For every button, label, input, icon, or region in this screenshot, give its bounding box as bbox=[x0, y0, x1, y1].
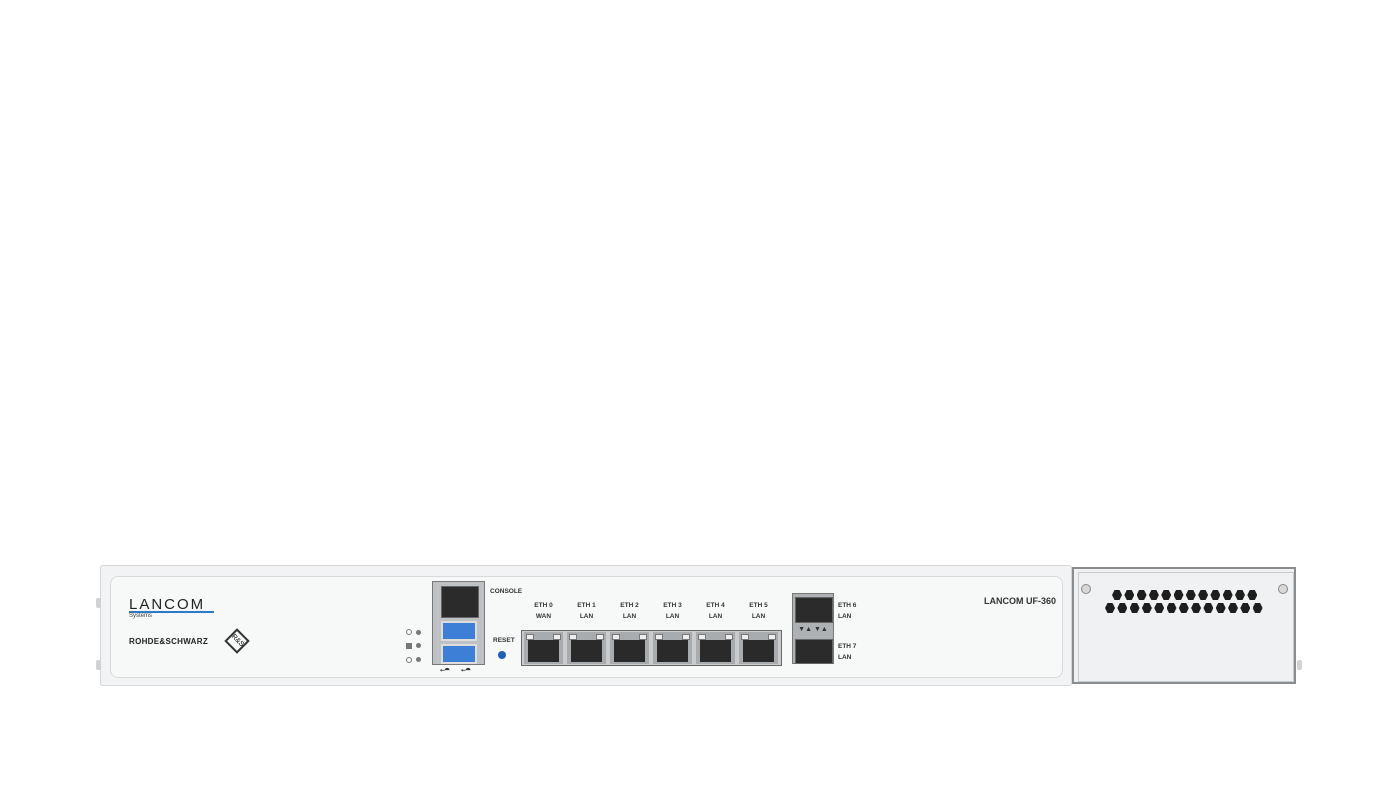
vent-hole bbox=[1136, 590, 1147, 600]
vent-hole bbox=[1112, 590, 1122, 600]
vent-hole bbox=[1203, 603, 1214, 613]
rj45-socket bbox=[700, 640, 731, 662]
lancom-logo-sub: Systems bbox=[129, 613, 153, 619]
rj45-socket bbox=[657, 640, 688, 662]
vent-hole bbox=[1166, 603, 1177, 613]
activity-led bbox=[596, 634, 604, 640]
fan-module-panel bbox=[1078, 572, 1294, 682]
vent-hole bbox=[1117, 603, 1128, 613]
sfp-port-eth6[interactable] bbox=[795, 597, 833, 623]
console-label: CONSOLE bbox=[490, 588, 523, 595]
vent-hole bbox=[1141, 603, 1152, 613]
ethernet-port-eth2[interactable] bbox=[610, 632, 649, 664]
status-icon bbox=[406, 657, 412, 663]
rohde-schwarz-logo: ROHDE&SCHWARZ bbox=[129, 637, 209, 646]
vent-hole bbox=[1240, 603, 1251, 613]
rj45-socket bbox=[614, 640, 645, 662]
vent-hole bbox=[1247, 590, 1258, 600]
link-led bbox=[655, 634, 663, 640]
ethernet-port-eth5[interactable] bbox=[739, 632, 778, 664]
vent-hole bbox=[1191, 603, 1202, 613]
port-role: WAN bbox=[535, 613, 552, 620]
console-port[interactable] bbox=[441, 586, 479, 618]
vent-hole bbox=[1252, 603, 1263, 613]
sfp-link-arrows: ▼▲ ▼▲ bbox=[798, 626, 828, 633]
rj45-socket bbox=[571, 640, 602, 662]
rack-ear bbox=[1297, 660, 1302, 670]
vent-hole bbox=[1198, 590, 1209, 600]
activity-led bbox=[768, 634, 776, 640]
storage-led bbox=[416, 643, 421, 648]
ethernet-block bbox=[521, 630, 782, 666]
link-led bbox=[741, 634, 749, 640]
logo-underline bbox=[129, 611, 214, 613]
activity-led bbox=[682, 634, 690, 640]
vent-hole bbox=[1154, 603, 1165, 613]
port-role: LAN bbox=[708, 613, 723, 620]
port-role: LAN bbox=[665, 613, 680, 620]
port-name: ETH 4 bbox=[706, 602, 725, 609]
activity-led bbox=[639, 634, 647, 640]
vent-hole bbox=[1129, 603, 1140, 613]
sfp-port-eth7[interactable] bbox=[795, 639, 833, 664]
activity-led bbox=[553, 634, 561, 640]
rj45-socket bbox=[528, 640, 559, 662]
port-name: ETH 1 bbox=[577, 602, 596, 609]
port-role: LAN bbox=[622, 613, 637, 620]
reset-label: RESET bbox=[493, 637, 515, 644]
port-name: ETH 5 bbox=[749, 602, 768, 609]
port-label-eth0: ETH 0 WAN bbox=[522, 600, 565, 622]
lancom-logo: LANCOM bbox=[129, 596, 206, 613]
vent-hole bbox=[1215, 603, 1226, 613]
vent-hole bbox=[1210, 590, 1221, 600]
storage-icon bbox=[406, 643, 412, 649]
power-icon bbox=[406, 629, 412, 635]
rack-ear bbox=[96, 660, 101, 670]
usb-icon: ⭠⯊ bbox=[461, 668, 471, 674]
power-led bbox=[416, 630, 421, 635]
rack-ear bbox=[96, 598, 101, 608]
vent-hole bbox=[1124, 590, 1135, 600]
vent-hole bbox=[1228, 603, 1238, 613]
ethernet-port-eth0[interactable] bbox=[524, 632, 563, 664]
status-led bbox=[416, 657, 421, 662]
screw-icon bbox=[1081, 584, 1091, 594]
port-label-eth1: ETH 1 LAN bbox=[565, 600, 608, 622]
port-role: LAN bbox=[751, 613, 766, 620]
usb-port-1[interactable] bbox=[441, 621, 477, 641]
vent-hole bbox=[1161, 590, 1172, 600]
usb-icon: ⭠⯊ bbox=[440, 668, 450, 674]
port-name: ETH 2 bbox=[620, 602, 639, 609]
link-led bbox=[698, 634, 706, 640]
port-label-eth5: ETH 5 LAN bbox=[737, 600, 780, 622]
vent-hole bbox=[1105, 603, 1115, 613]
port-name: ETH 0 bbox=[534, 602, 553, 609]
link-led bbox=[526, 634, 534, 640]
vent-hole bbox=[1148, 590, 1159, 600]
activity-led bbox=[725, 634, 733, 640]
ethernet-port-eth1[interactable] bbox=[567, 632, 606, 664]
port-role: LAN bbox=[579, 613, 594, 620]
vent-hole bbox=[1235, 590, 1245, 600]
link-led bbox=[612, 634, 620, 640]
screw-icon bbox=[1278, 584, 1288, 594]
port-label-eth2: ETH 2 LAN bbox=[608, 600, 651, 622]
port-label-eth3: ETH 3 LAN bbox=[651, 600, 694, 622]
port-name: ETH 3 bbox=[663, 602, 682, 609]
port-label-eth4: ETH 4 LAN bbox=[694, 600, 737, 622]
model-name: LANCOM UF-360 bbox=[984, 596, 1057, 606]
rj45-socket bbox=[743, 640, 774, 662]
ethernet-port-eth4[interactable] bbox=[696, 632, 735, 664]
usb-port-2[interactable] bbox=[441, 644, 477, 664]
ethernet-port-eth3[interactable] bbox=[653, 632, 692, 664]
vent-hole bbox=[1173, 590, 1184, 600]
link-led bbox=[569, 634, 577, 640]
reset-button[interactable] bbox=[498, 651, 506, 659]
fan-module bbox=[1072, 567, 1296, 684]
vent-hole bbox=[1222, 590, 1233, 600]
vent-hole bbox=[1178, 603, 1189, 613]
vent-hole bbox=[1185, 590, 1196, 600]
